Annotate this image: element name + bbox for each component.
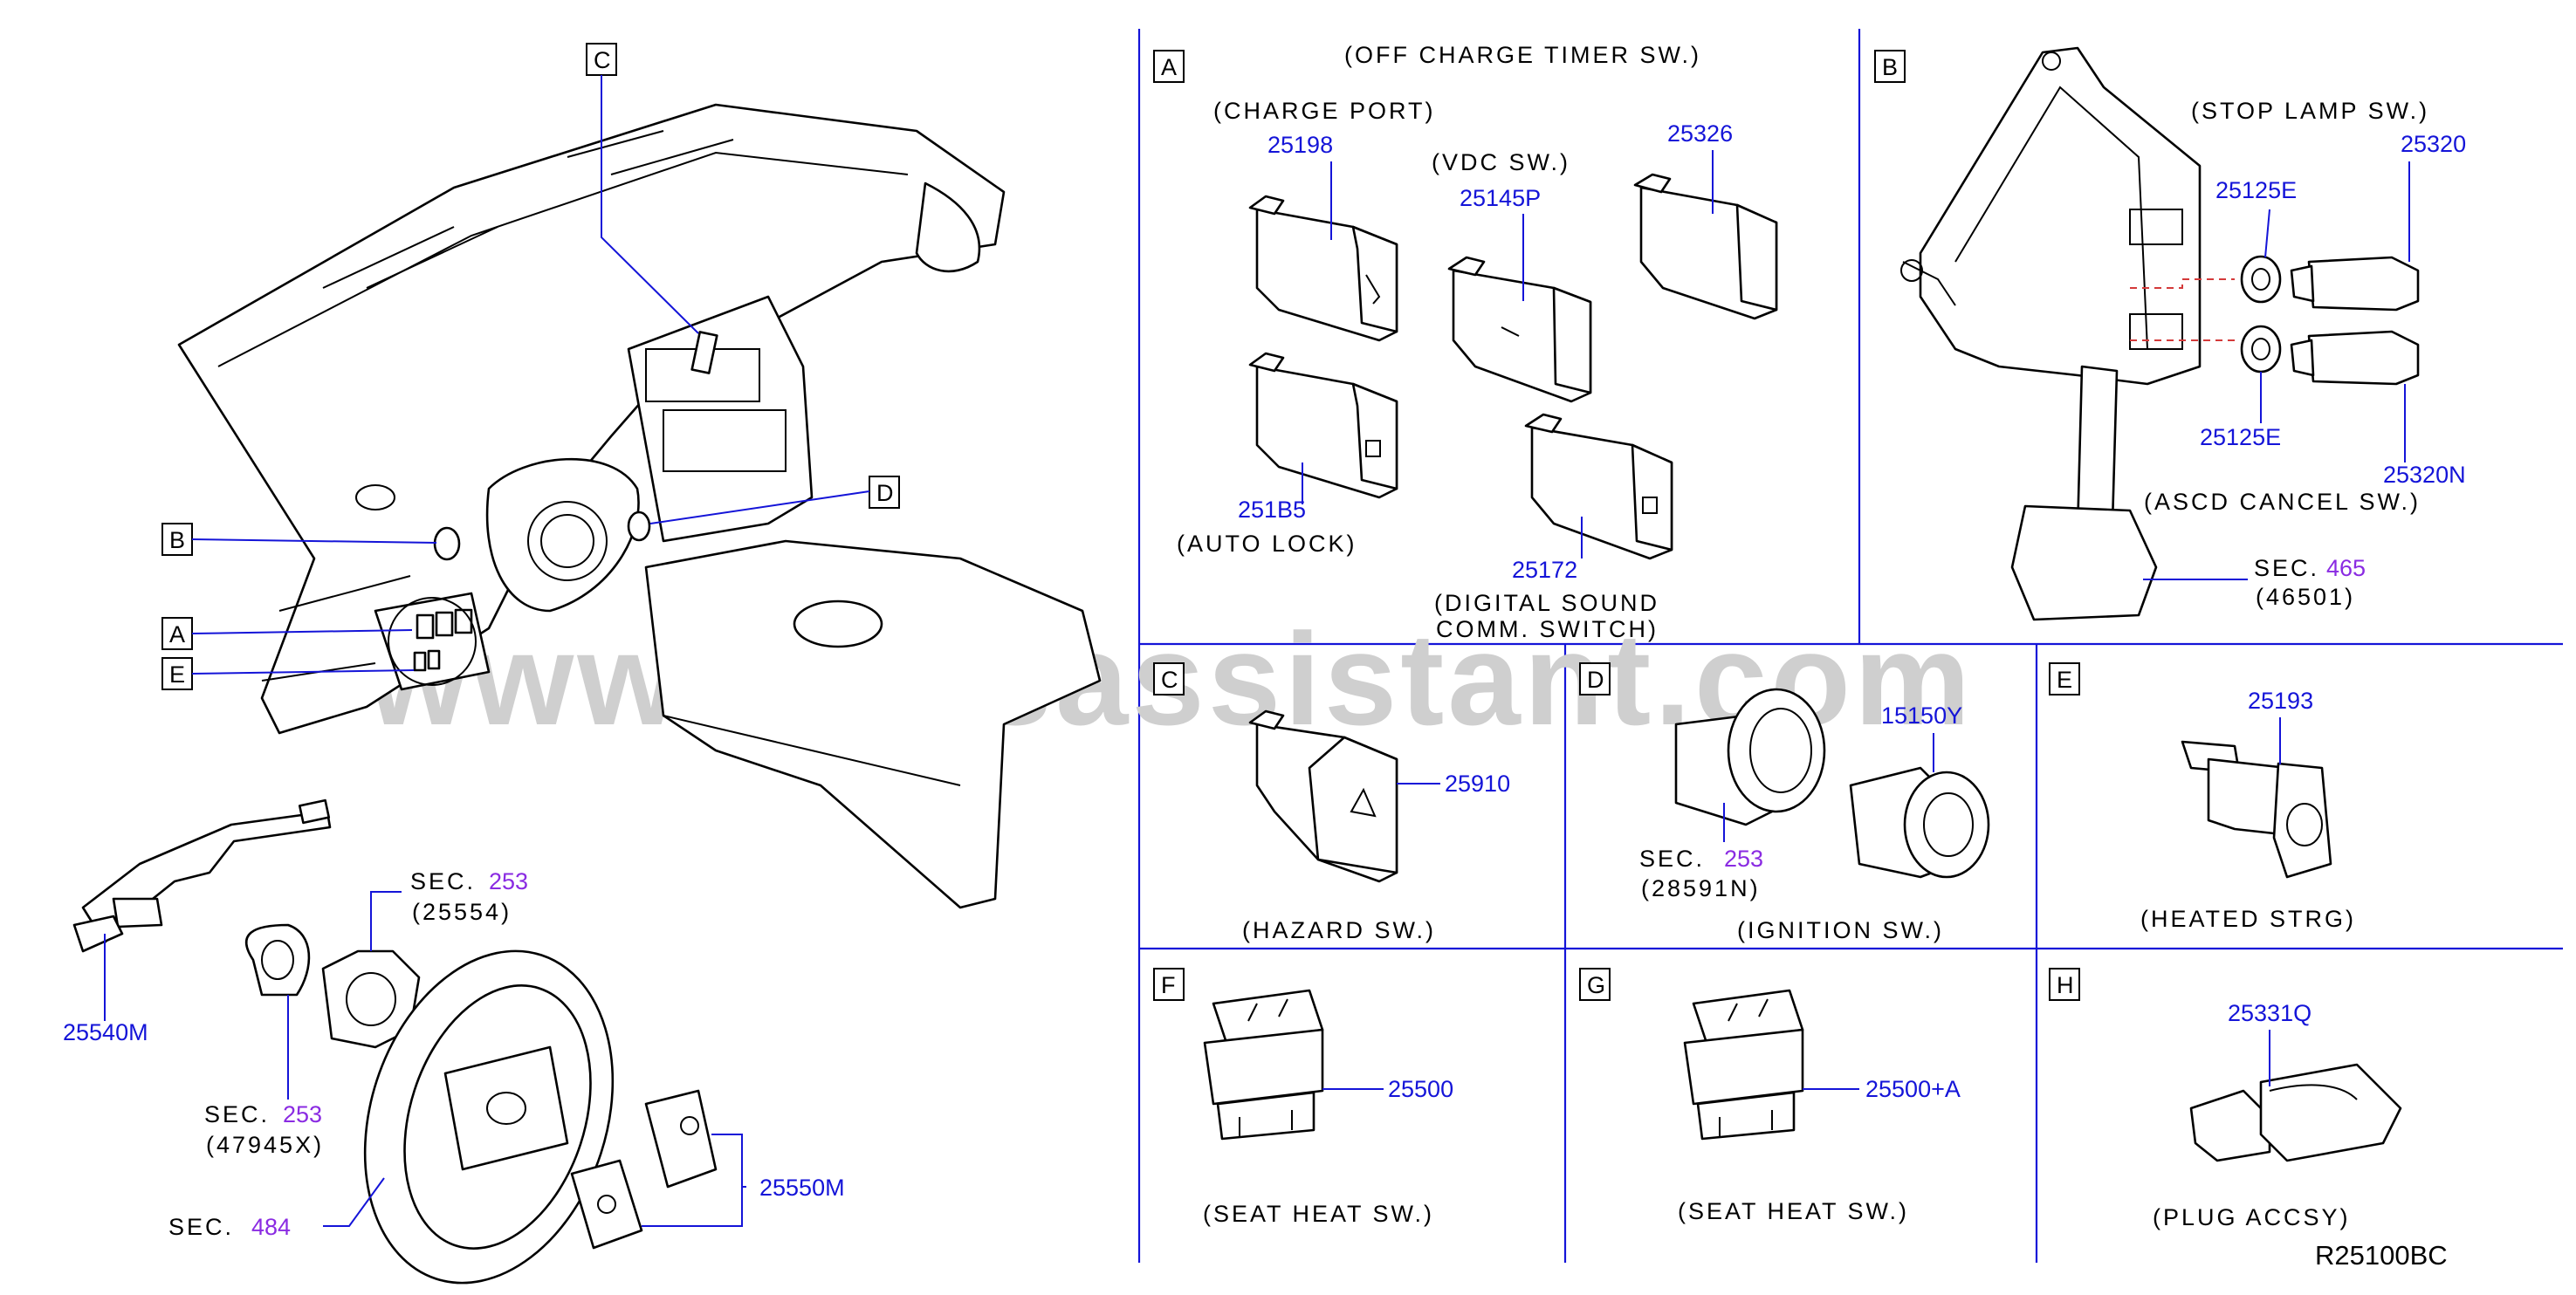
heated-steering-switch[interactable]	[2181, 717, 2332, 879]
label-25500a[interactable]: 25500+A	[1865, 1076, 1961, 1102]
callout-d[interactable]: D	[649, 476, 900, 524]
seat-heat-switch-25500a[interactable]	[1683, 989, 1859, 1141]
label-15150y[interactable]: 15150Y	[1881, 702, 1962, 729]
ignition-ring-15150y[interactable]	[1849, 733, 1990, 879]
label-25145p[interactable]: 25145P	[1460, 185, 1541, 211]
spiral-cable[interactable]	[244, 891, 421, 1100]
panel-g-letter: G	[1587, 972, 1605, 998]
panel-h-letter: H	[2057, 972, 2074, 998]
clip-25125e-top[interactable]	[2240, 209, 2282, 304]
plug-accsy-caption: (PLUG ACCSY)	[2153, 1204, 2351, 1230]
auto-lock-switch[interactable]	[1248, 352, 1398, 504]
label-25550m[interactable]: 25550M	[759, 1175, 845, 1201]
sec-465-ref: (46501)	[2256, 584, 2355, 610]
panel-a: A (OFF CHARGE TIMER SW.) (CHARGE PORT) 2…	[1153, 42, 1778, 642]
label-25172[interactable]: 25172	[1512, 557, 1577, 583]
label-25540m[interactable]: 25540M	[63, 1019, 148, 1045]
sec-484-label: SEC.	[168, 1214, 234, 1240]
hazard-sw-caption: (HAZARD SW.)	[1242, 917, 1436, 943]
vdc-switch[interactable]	[1447, 214, 1592, 403]
ascd-cancel-caption: (ASCD CANCEL SW.)	[2144, 489, 2421, 515]
label-25125e-bottom[interactable]: 25125E	[2200, 424, 2281, 450]
heated-strg-caption: (HEATED STRG)	[2140, 906, 2356, 932]
diagram-code: R25100BC	[2315, 1240, 2448, 1271]
panel-grid	[1137, 29, 2563, 1263]
sec-253-d-ref: (28591N)	[1641, 875, 1761, 901]
callout-c[interactable]: C	[586, 43, 699, 334]
panel-c: C 25910 (HAZARD SW.)	[1153, 662, 1510, 943]
sec-253-a-number[interactable]: 253	[489, 868, 528, 894]
label-25910[interactable]: 25910	[1445, 771, 1510, 797]
sec-253-d-label: SEC.	[1639, 846, 1705, 872]
seat-heat-caption-f: (SEAT HEAT SW.)	[1203, 1201, 1434, 1227]
sec-253-d-number[interactable]: 253	[1724, 846, 1763, 872]
callout-a[interactable]: A	[161, 617, 413, 650]
panel-e: E 25193 (HEATED STRG)	[2049, 662, 2356, 932]
panel-d-letter: D	[1587, 667, 1604, 693]
ignition-knob-assembly[interactable]	[1674, 688, 1826, 842]
steering-wheel[interactable]	[323, 919, 654, 1295]
off-charge-timer-caption: (OFF CHARGE TIMER SW.)	[1344, 42, 1701, 68]
callout-e[interactable]: E	[161, 657, 415, 690]
auto-lock-caption: (AUTO LOCK)	[1177, 531, 1357, 557]
digital-sound-caption-1: (DIGITAL SOUND	[1434, 590, 1659, 616]
seat-heat-switch-25500[interactable]	[1203, 989, 1384, 1141]
sec-465-label: SEC.	[2254, 555, 2319, 581]
panel-h: H 25331Q (PLUG ACCSY)	[2049, 968, 2402, 1230]
callout-a-letter: A	[169, 621, 185, 648]
sec-253-b-ref: (47945X)	[206, 1132, 324, 1158]
label-25198[interactable]: 25198	[1267, 132, 1333, 158]
stop-lamp-switch-25320[interactable]	[2290, 161, 2420, 312]
stop-lamp-caption: (STOP LAMP SW.)	[2191, 98, 2429, 124]
dashboard-illustration	[177, 103, 1102, 909]
seat-heat-caption-g: (SEAT HEAT SW.)	[1678, 1198, 1909, 1224]
pedal-bracket[interactable]	[1900, 46, 2202, 386]
panel-g: G 25500+A (SEAT HEAT SW.)	[1579, 968, 1961, 1224]
brake-pedal[interactable]	[2010, 365, 2248, 621]
label-25125e-top[interactable]: 25125E	[2215, 177, 2297, 203]
callout-b[interactable]: B	[161, 523, 437, 556]
panel-b-letter: B	[1882, 54, 1898, 80]
accessory-plug[interactable]	[2189, 1030, 2402, 1162]
sec-484-number[interactable]: 484	[251, 1214, 291, 1240]
ascd-cancel-switch-25320n[interactable]	[2290, 330, 2420, 462]
hazard-switch[interactable]	[1248, 709, 1440, 883]
clip-25125e-bottom[interactable]	[2240, 325, 2282, 423]
charge-port-caption: (CHARGE PORT)	[1213, 98, 1436, 124]
sec-465-number[interactable]: 465	[2326, 555, 2366, 581]
switch-25326[interactable]	[1633, 150, 1778, 320]
steering-switches[interactable]: 25550M	[570, 1089, 845, 1250]
label-25320n[interactable]: 25320N	[2383, 462, 2466, 488]
assembly-dash-lines	[2130, 278, 2235, 341]
sec-253-a-label: SEC.	[410, 868, 476, 894]
ignition-sw-caption: (IGNITION SW.)	[1737, 917, 1944, 943]
panel-e-letter: E	[2057, 667, 2072, 693]
label-25320[interactable]: 25320	[2401, 131, 2466, 157]
label-25500[interactable]: 25500	[1388, 1076, 1453, 1102]
callout-e-letter: E	[169, 661, 185, 688]
panel-f: F 25500 (SEAT HEAT SW.)	[1153, 968, 1453, 1227]
label-25326[interactable]: 25326	[1667, 120, 1733, 147]
sec-253-a-ref: (25554)	[412, 899, 512, 925]
sec-253-b-label: SEC.	[204, 1101, 270, 1127]
callout-c-letter: C	[594, 47, 611, 73]
callout-d-letter: D	[876, 480, 894, 506]
panel-b: B (STOP LAMP SW.) 25125E 25320 25125E 25…	[1874, 46, 2466, 621]
vdc-sw-caption: (VDC SW.)	[1432, 149, 1570, 175]
callout-b-letter: B	[169, 527, 185, 553]
sec-253-b-number[interactable]: 253	[283, 1101, 322, 1127]
label-251b5[interactable]: 251B5	[1238, 497, 1306, 523]
digital-sound-switch[interactable]	[1524, 413, 1673, 560]
digital-sound-caption-2: COMM. SWITCH)	[1436, 616, 1659, 642]
charge-port-switch[interactable]	[1248, 161, 1398, 342]
combination-switch[interactable]: 25540M	[63, 798, 332, 1045]
label-25331q[interactable]: 25331Q	[2228, 1000, 2312, 1026]
label-25193[interactable]: 25193	[2248, 688, 2313, 714]
panel-f-letter: F	[1161, 972, 1176, 998]
panel-c-letter: C	[1161, 667, 1178, 693]
panel-a-letter: A	[1161, 54, 1177, 80]
panel-d: D 15150Y SEC. 253 (28591N) (IGNITION SW.…	[1579, 662, 1990, 943]
